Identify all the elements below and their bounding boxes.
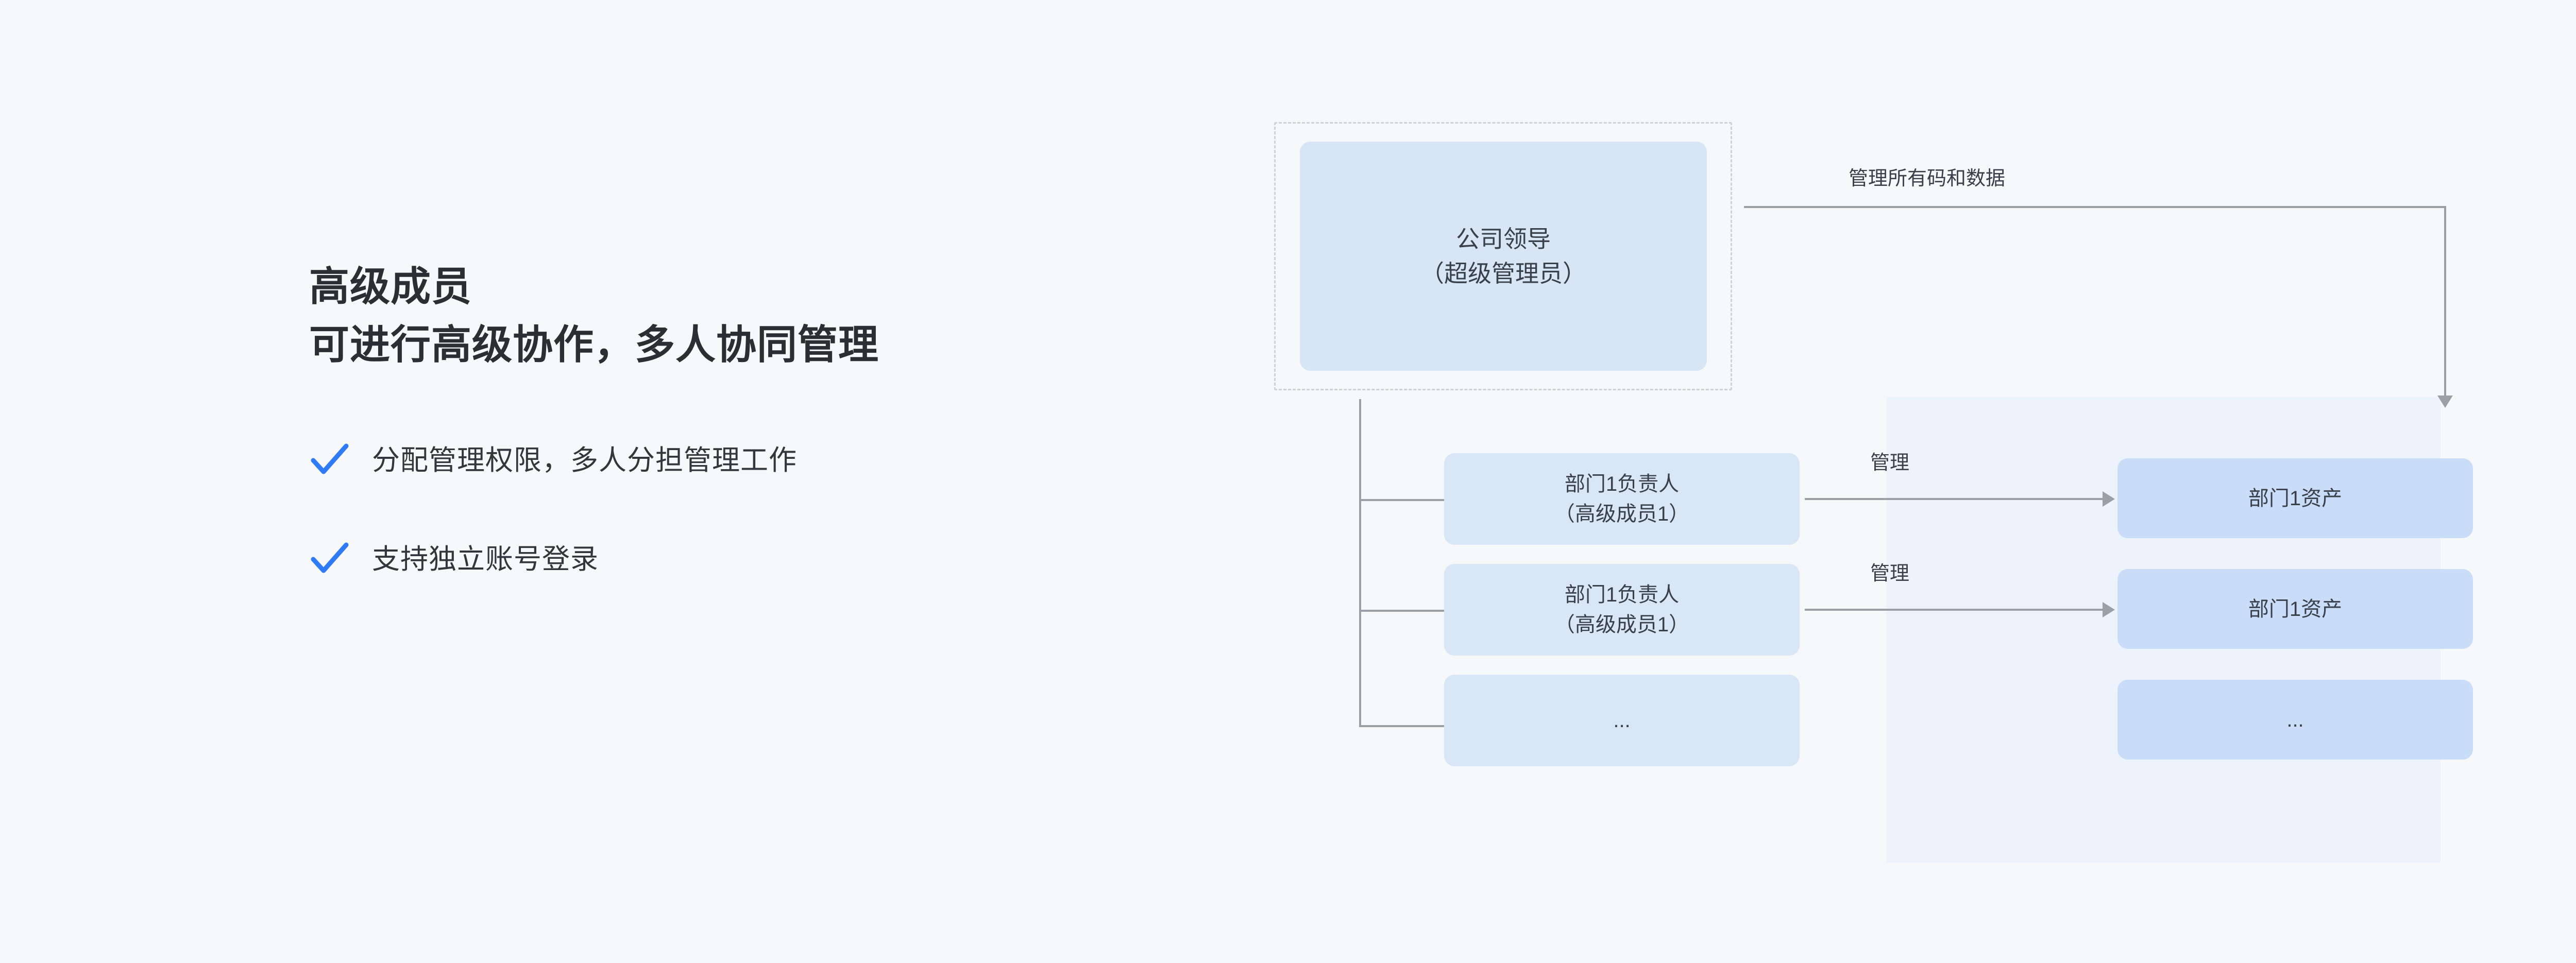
node-department-manager-1[interactable]: 部门1负责人 （高级成员1） [1444, 453, 1800, 545]
node-company-leader-line-1: 公司领导 [1456, 225, 1551, 252]
node-department-asset-more-label: ... [2286, 708, 2304, 731]
node-department-manager-2-line-1: 部门1负责人 [1564, 583, 1680, 606]
node-company-leader[interactable]: 公司领导 （超级管理员） [1300, 142, 1707, 371]
org-permission-diagram: 公司领导 （超级管理员） 部门1负责人 （高级成员1） 部门1负责人 （高级成员… [1257, 93, 2576, 863]
tree-branch-line-3 [1359, 725, 1446, 727]
node-department-manager-2-line-2: （高级成员1） [1554, 613, 1690, 636]
edge-label-manage-1: 管理 [1870, 452, 1910, 474]
node-department-manager-1-line-2: （高级成员1） [1554, 503, 1690, 525]
node-department-asset-1-label: 部门1资产 [2248, 487, 2343, 510]
leader-to-assets-horizontal-line [1744, 206, 2446, 208]
leader-to-assets-vertical-line [2444, 206, 2446, 397]
arrow-down-icon [2437, 395, 2453, 408]
node-department-manager-1-line-1: 部门1负责人 [1564, 473, 1680, 495]
node-company-leader-line-2: （超级管理员） [1420, 260, 1586, 287]
node-department-asset-more[interactable]: ... [2117, 680, 2473, 760]
arrow-right-icon [2103, 491, 2115, 507]
edge-label-manage-2: 管理 [1870, 563, 1910, 584]
list-item: 分配管理权限，多人分担管理工作 [309, 440, 1216, 481]
node-department-manager-2[interactable]: 部门1负责人 （高级成员1） [1444, 564, 1800, 656]
feature-text-column: 高级成员 可进行高级协作，多人协同管理 分配管理权限，多人分担管理工作 支持独立… [309, 257, 1216, 580]
arrow-right-icon [2103, 602, 2115, 617]
node-department-asset-1[interactable]: 部门1资产 [2117, 458, 2473, 538]
node-department-manager-more-label: ... [1613, 709, 1631, 732]
check-icon [309, 539, 350, 580]
super-admin-group-outline [1274, 122, 1732, 390]
tree-branch-line-1 [1359, 499, 1446, 501]
node-department-manager-more[interactable]: ... [1444, 675, 1800, 766]
list-item-label: 支持独立账号登录 [372, 544, 599, 575]
node-department-asset-2-label: 部门1资产 [2248, 597, 2343, 621]
check-icon [309, 440, 350, 481]
page-title: 高级成员 可进行高级协作，多人协同管理 [309, 257, 1216, 374]
feature-bullet-list: 分配管理权限，多人分担管理工作 支持独立账号登录 [309, 440, 1216, 580]
list-item-label: 分配管理权限，多人分担管理工作 [372, 445, 797, 476]
node-department-asset-2[interactable]: 部门1资产 [2117, 569, 2473, 649]
page-title-line-2: 可进行高级协作，多人协同管理 [309, 322, 879, 368]
manager-to-asset-line-1 [1805, 498, 2104, 500]
tree-spine-line [1359, 399, 1361, 727]
edge-label-manage-all: 管理所有码和数据 [1849, 168, 2006, 190]
list-item: 支持独立账号登录 [309, 539, 1216, 580]
manager-to-asset-line-2 [1805, 609, 2104, 611]
page-title-line-1: 高级成员 [309, 264, 472, 309]
tree-branch-line-2 [1359, 610, 1446, 612]
